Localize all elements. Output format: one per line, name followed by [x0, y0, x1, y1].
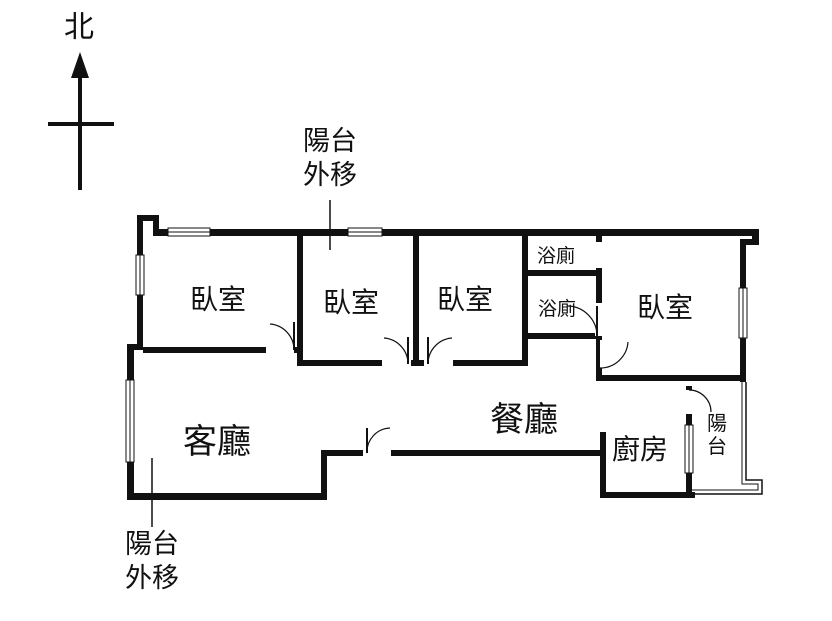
room-label-living-room: 客廳 — [183, 422, 251, 462]
note-line: 陽台 — [125, 529, 179, 560]
room-label-bedroom-3: 臥室 — [437, 283, 494, 316]
north-label: 北 — [64, 10, 94, 45]
room-label-bathroom-2: 浴廁 — [538, 298, 577, 320]
note-balcony-moved-top: 陽台 外移 — [294, 125, 366, 193]
room-label-dining-room: 餐廳 — [490, 400, 558, 440]
note-line: 陽台 — [303, 126, 357, 157]
note-line: 外移 — [125, 562, 179, 594]
doors — [266, 242, 712, 457]
note-line: 外移 — [303, 159, 357, 191]
room-label-bathroom-1: 浴廁 — [537, 245, 576, 267]
room-label-bedroom-1: 臥室 — [190, 283, 247, 316]
side-balcony-outline — [692, 382, 763, 495]
room-label-kitchen: 廚房 — [612, 433, 669, 466]
room-label-balcony: 陽台 — [707, 411, 727, 458]
room-label-bedroom-4: 臥室 — [637, 291, 694, 324]
windows — [125, 227, 748, 474]
room-label-bedroom-2: 臥室 — [323, 286, 380, 319]
north-arrow-icon — [48, 52, 114, 190]
note-balcony-moved-bottom: 陽台 外移 — [116, 528, 188, 596]
